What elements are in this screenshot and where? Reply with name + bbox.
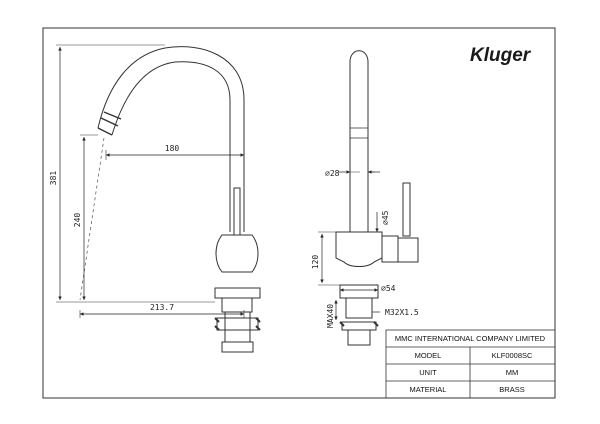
brand-logo: Kluger (470, 45, 532, 66)
title-label-material: MATERIAL (410, 385, 447, 394)
front-spout (349, 50, 369, 232)
title-label-unit: UNIT (419, 368, 437, 377)
dim-base-diameter: ⌀54 (381, 284, 396, 293)
base-shank (214, 287, 261, 313)
lever-handle (233, 187, 241, 236)
dim-body-height: 120 (311, 255, 320, 270)
title-company: MMC INTERNATIONAL COMPANY LIMITED (395, 334, 546, 343)
title-value-material: BRASS (499, 385, 524, 394)
spout-tip (97, 111, 122, 136)
body (215, 234, 259, 273)
front-body (335, 231, 383, 267)
front-nut (341, 321, 377, 346)
dim-max-deck: MAX40 (326, 304, 335, 328)
side-dimensions (58, 47, 244, 316)
spout-outer (97, 46, 245, 232)
drawing-frame (42, 27, 556, 399)
front-view (318, 50, 419, 346)
front-base (339, 284, 379, 319)
dim-overall-height: 381 (49, 171, 58, 186)
front-lever (402, 182, 411, 237)
spout-inner (111, 61, 231, 232)
mounting-nut (216, 312, 259, 353)
front-dimensions (320, 170, 380, 320)
title-block (385, 329, 556, 399)
dim-body-diameter: ⌀45 (381, 210, 390, 225)
title-value-model: KLF0008SC (492, 351, 533, 360)
dim-base-reach: 213.7 (150, 303, 174, 312)
title-label-model: MODEL (415, 351, 442, 360)
title-value-unit: MM (506, 368, 519, 377)
dim-thread: M32X1.5 (385, 308, 419, 317)
dim-spout-diameter: ⌀28 (325, 169, 340, 178)
dim-spout-height: 240 (73, 213, 82, 228)
dim-spout-reach: 180 (165, 144, 180, 153)
front-lever-housing (381, 235, 419, 263)
